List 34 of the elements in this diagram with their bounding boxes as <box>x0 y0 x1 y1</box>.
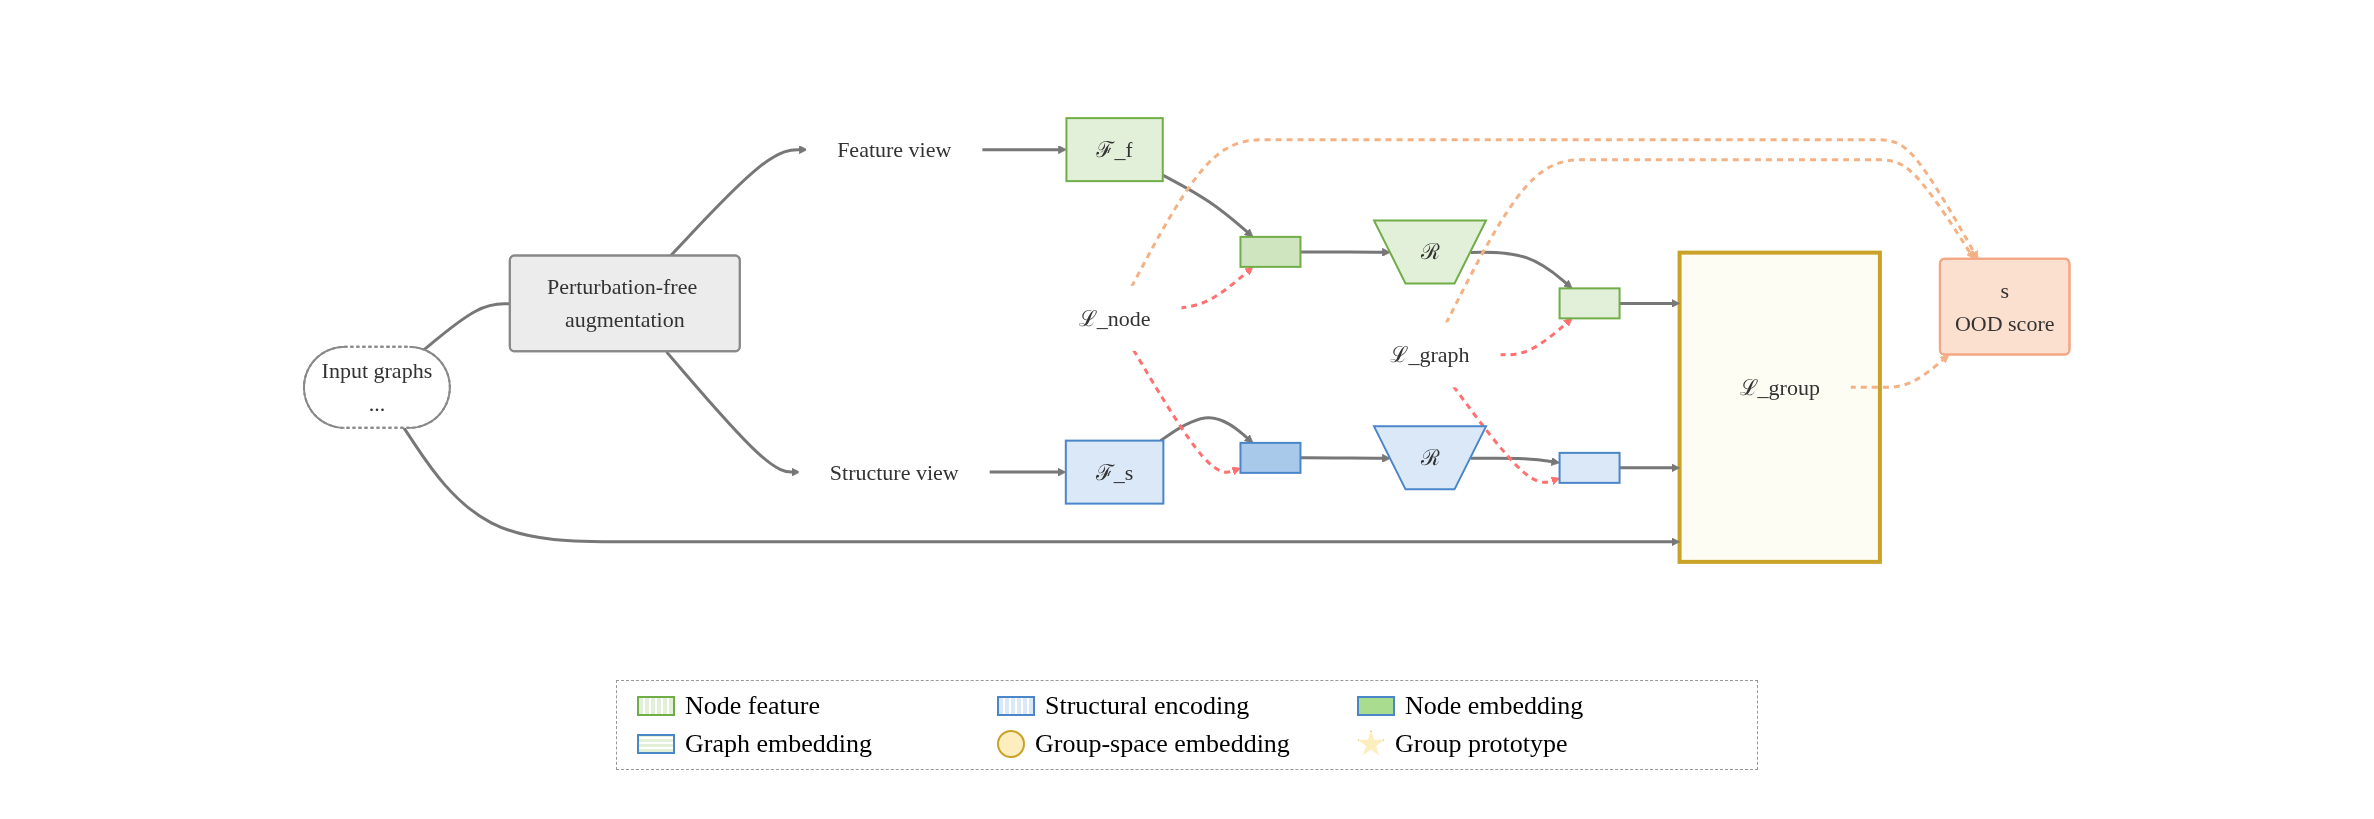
arrow <box>1850 354 1950 389</box>
arrow <box>1180 266 1254 310</box>
node-box <box>1558 451 1621 484</box>
legend-text: Node embedding <box>1405 691 1584 721</box>
node-text: ℒ_group <box>1739 374 1821 400</box>
arrow <box>1619 463 1681 473</box>
node-box <box>1239 235 1302 268</box>
node-box <box>1239 441 1302 474</box>
arrow <box>1471 250 1573 289</box>
connector <box>423 302 511 352</box>
legend-text: Node feature <box>685 691 820 721</box>
arrow <box>1445 158 1975 325</box>
node-text: Feature view <box>837 137 952 163</box>
legend-text: Group prototype <box>1395 729 1568 759</box>
arrow <box>1300 247 1391 257</box>
arrow <box>402 427 1681 547</box>
node-box: ℱ_f <box>1065 117 1164 183</box>
node-box: ℱ_s <box>1065 439 1165 505</box>
arrow <box>669 145 808 257</box>
arrow <box>988 467 1067 477</box>
legend-text: Graph embedding <box>685 729 872 759</box>
node-box <box>1558 287 1621 320</box>
cluster <box>1677 250 1883 564</box>
node-text: Structure view <box>830 459 959 485</box>
arrow <box>1300 453 1391 463</box>
legend-text: Group-space embedding <box>1035 729 1290 759</box>
arrow <box>1499 317 1573 357</box>
node-text: ℒ_node <box>1078 305 1151 331</box>
legend-text: Structural encoding <box>1045 691 1250 721</box>
arrow <box>1159 416 1254 444</box>
arrow <box>1619 299 1681 308</box>
node-text: ℒ_graph <box>1390 342 1470 368</box>
arrow <box>1130 138 1979 288</box>
arrow <box>665 350 801 477</box>
